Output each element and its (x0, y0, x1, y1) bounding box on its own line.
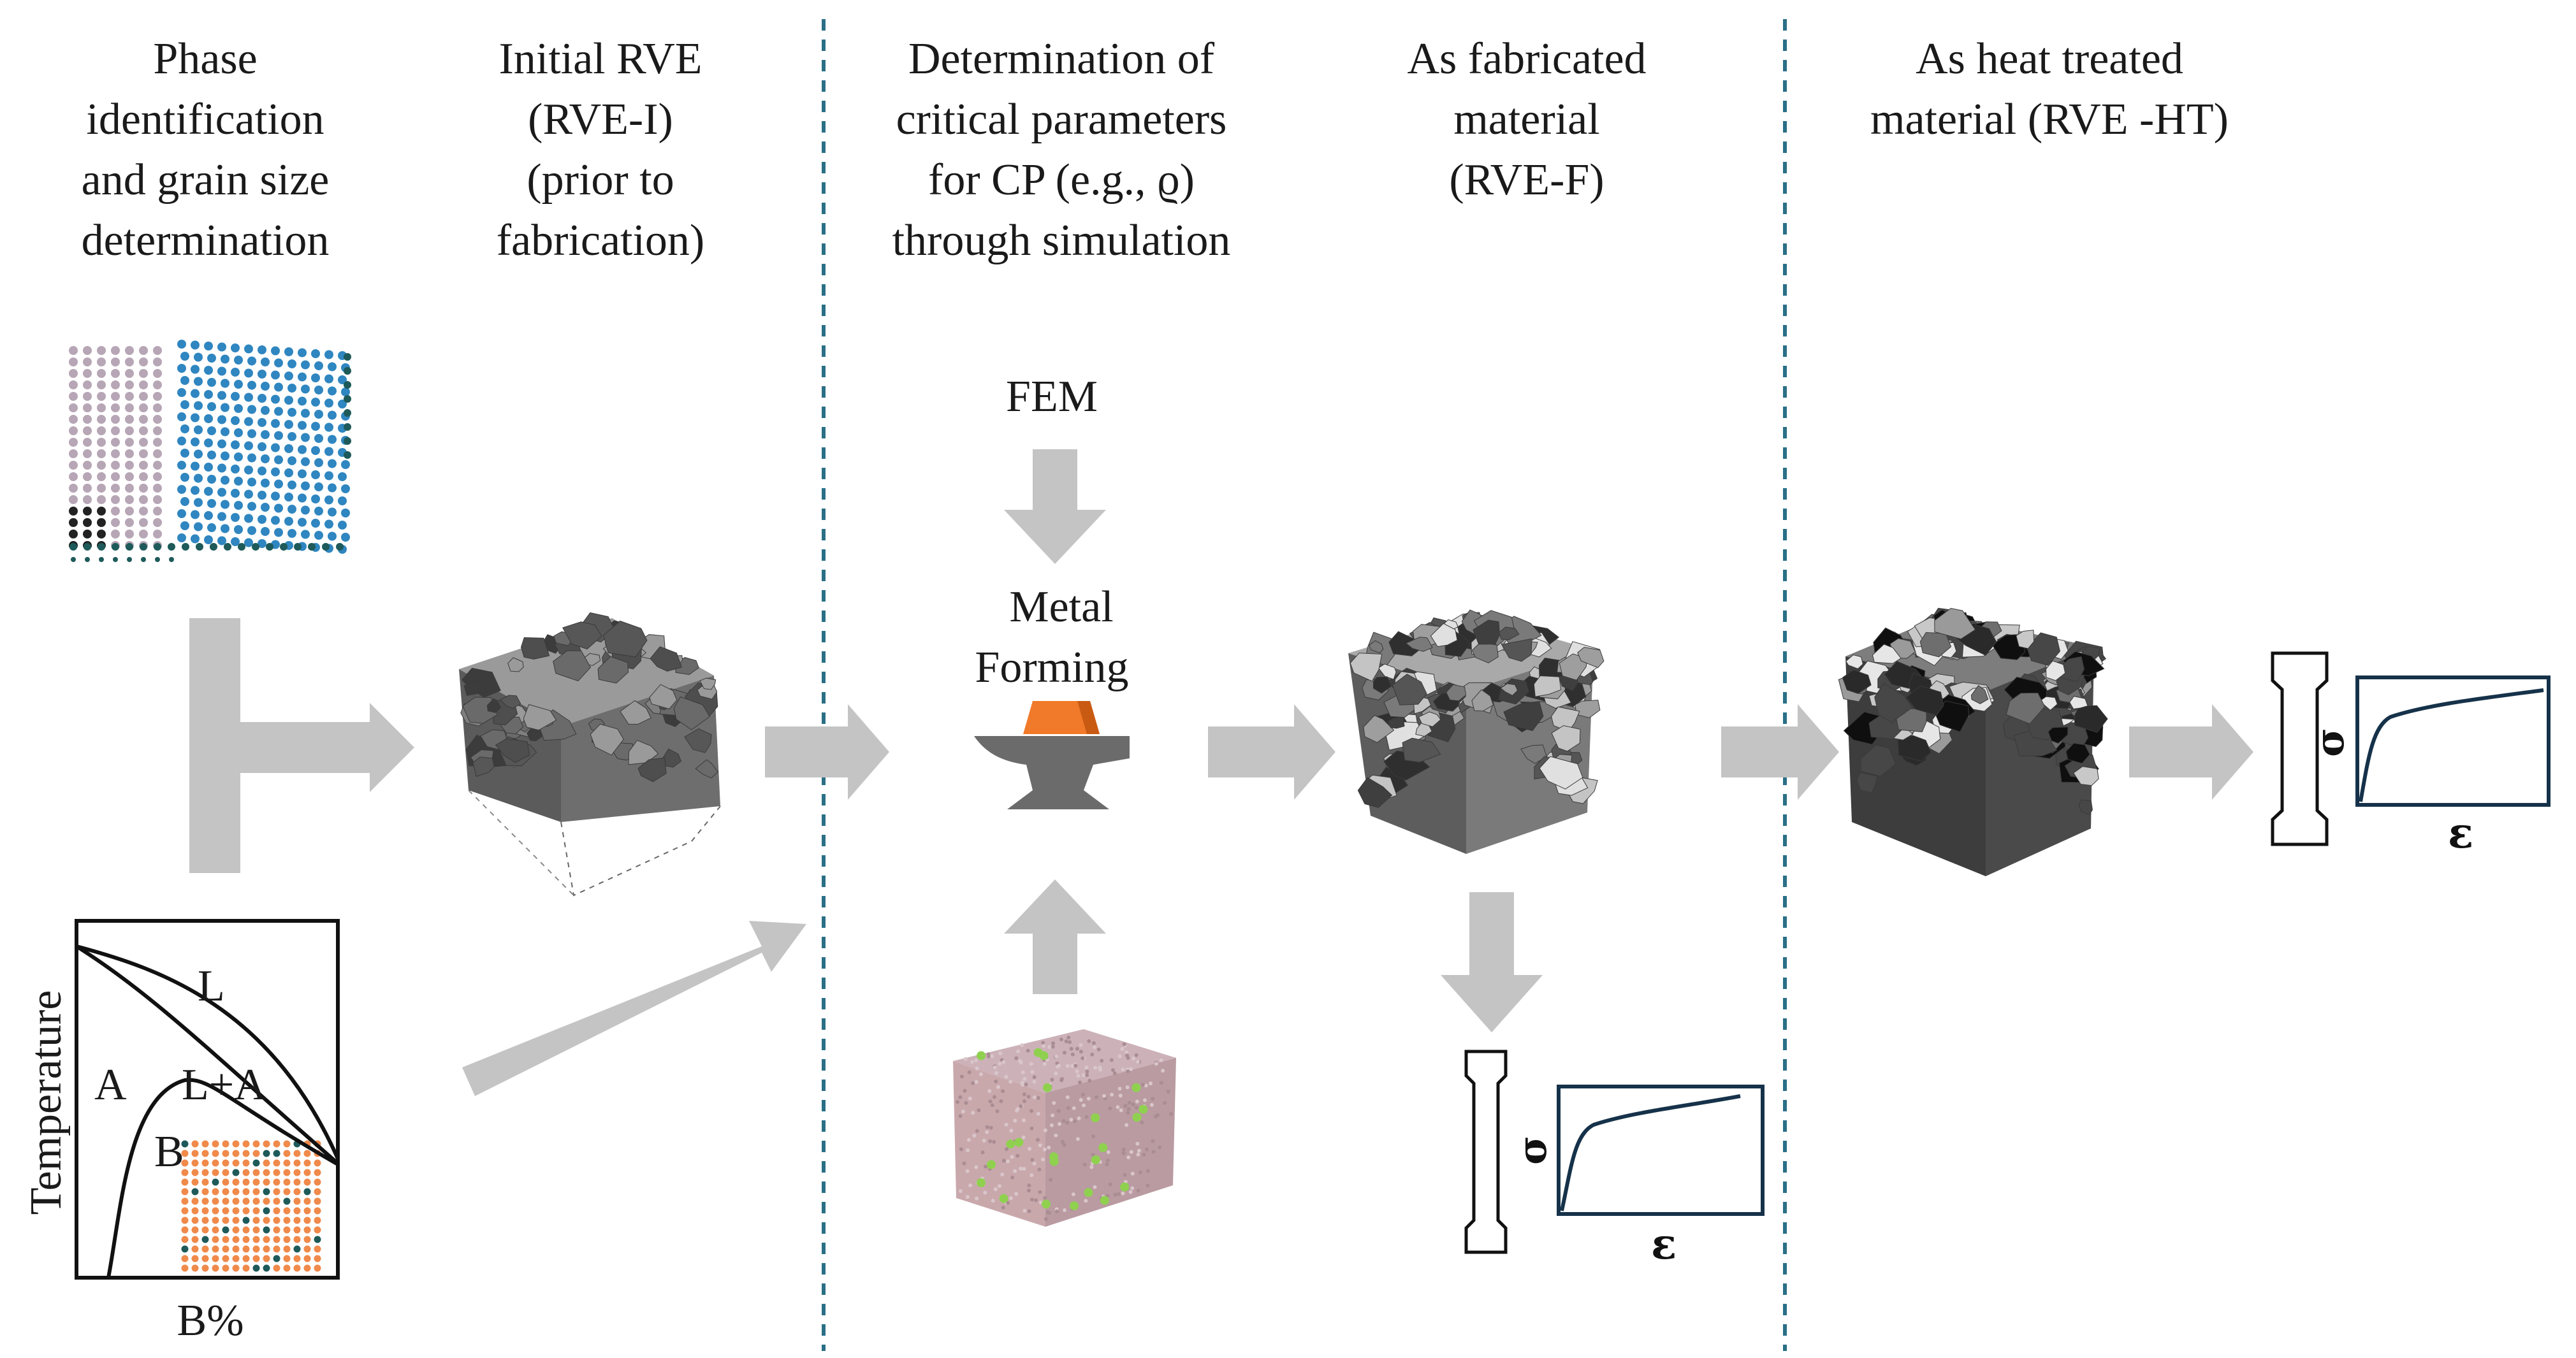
header-line: Determination of (908, 34, 1215, 83)
region-label-a: A (94, 1060, 127, 1109)
header-line: material (RVE -HT) (1870, 95, 2229, 144)
b-phase-dots (181, 1140, 321, 1272)
arrow-fabricated-down (1441, 892, 1543, 1032)
header-as-fabricated: As fabricated material (RVE-F) (1407, 34, 1646, 205)
phase-diagram: L A L+A B Temperature B% (22, 919, 340, 1345)
rve-heat-treated-cube-icon (1838, 607, 2108, 876)
atomistic-cube-icon (953, 1029, 1176, 1227)
arrow-rve-to-forming (765, 704, 889, 800)
tensile-specimen-icon (2271, 651, 2329, 846)
region-label-b: B (154, 1127, 184, 1176)
header-line: through simulation (892, 216, 1231, 265)
arrow-fem-down (1004, 449, 1106, 564)
header-line: material (1453, 95, 1599, 144)
phase-diagram-ylabel: Temperature (22, 990, 71, 1215)
rve-fabricated-cube-icon (1348, 609, 1605, 854)
phase-diagram-frame (75, 919, 340, 1280)
header-line: critical parameters (896, 95, 1227, 144)
metal-forming-label: Metal (1009, 582, 1113, 632)
header-line: fabrication) (497, 216, 704, 265)
stress-strain-fabricated: σ ε (1464, 1050, 1765, 1269)
header-critical-parameters: Determination of critical parameters for… (892, 34, 1231, 265)
tensile-specimen-icon (1464, 1050, 1508, 1254)
fem-label: FEM (1006, 372, 1098, 421)
liquidus-curve (76, 944, 338, 1166)
sigma-label: σ (2306, 728, 2353, 757)
epsilon-label: ε (2448, 808, 2473, 858)
header-line: identification (86, 95, 324, 144)
metal-forming-label: Forming (975, 643, 1128, 692)
header-initial-rve: Initial RVE (RVE-I) (prior to fabricatio… (497, 34, 704, 265)
phase-boundary-curve (106, 1078, 338, 1278)
header-line: (RVE-I) (528, 95, 673, 144)
header-line: (prior to (527, 155, 674, 205)
arrow-to-fabricated (1208, 704, 1335, 800)
header-line: determination (82, 216, 330, 265)
arrow-atomistic-up (1004, 879, 1106, 994)
arrow-to-heat-treated (1721, 704, 1839, 800)
solidus-curve (76, 944, 338, 1164)
header-line: Phase (153, 34, 257, 83)
header-line: Initial RVE (498, 34, 702, 83)
phase-diagram-xlabel: B% (177, 1296, 244, 1345)
header-phase-identification: Phase identification and grain size dete… (82, 34, 330, 265)
phase-map-image (69, 340, 351, 562)
arrow-phase-to-forming (462, 921, 806, 1096)
plot-frame (2355, 675, 2551, 807)
header-line: and grain size (82, 155, 330, 205)
header-line: As heat treated (1916, 34, 2183, 83)
region-label-l: L (198, 962, 225, 1011)
epsilon-label: ε (1651, 1219, 1677, 1269)
stress-strain-curve (1560, 1094, 1741, 1211)
header-line: As fabricated (1407, 34, 1646, 83)
stress-strain-heat-treated: σ ε (2271, 651, 2551, 858)
plot-frame (1557, 1085, 1765, 1216)
header-line: (RVE-F) (1449, 155, 1604, 205)
header-line: for CP (e.g., ϱ) (928, 155, 1195, 205)
sigma-label: σ (1509, 1136, 1555, 1165)
t-arrow (189, 618, 414, 873)
anvil-icon (974, 701, 1130, 809)
region-label-la: L+A (182, 1060, 266, 1109)
arrow-to-final-curve (2129, 704, 2253, 800)
rve-initial-cube-icon (459, 612, 721, 897)
stress-strain-curve (2359, 688, 2544, 802)
header-heat-treated: As heat treated material (RVE -HT) (1870, 34, 2229, 144)
